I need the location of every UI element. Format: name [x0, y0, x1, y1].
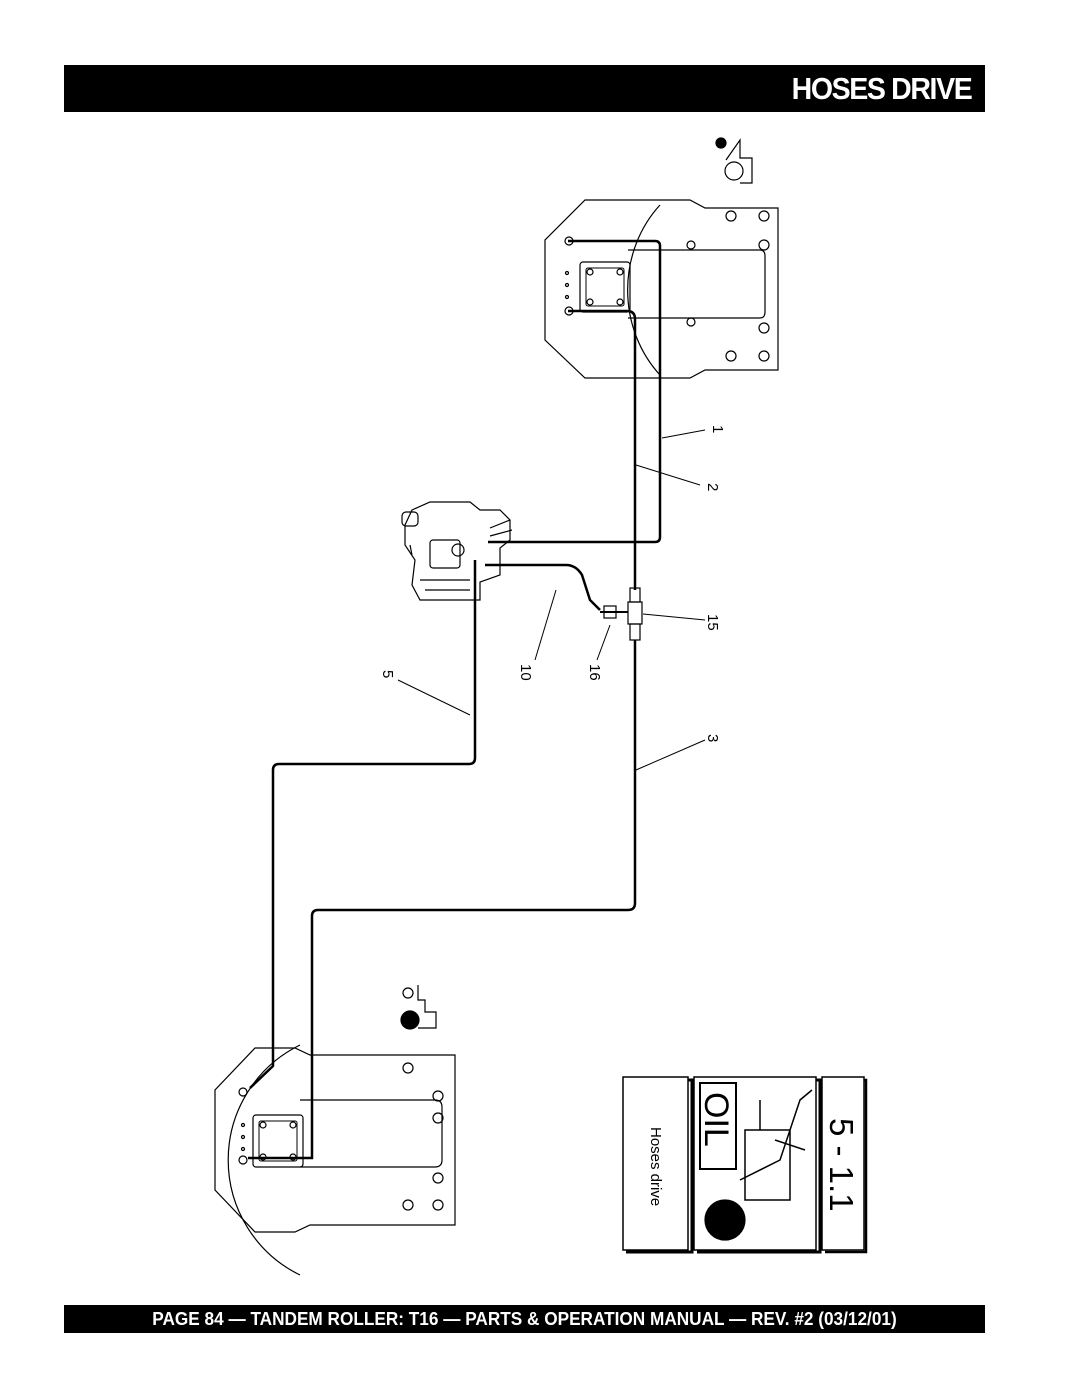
hose-10	[485, 563, 601, 611]
hose-2	[568, 309, 637, 590]
hose-3	[248, 640, 637, 1160]
reference-panel	[622, 1076, 868, 1254]
valve-symbol-upper	[715, 137, 753, 184]
callout-2: 2	[704, 483, 721, 491]
oil-label: OIL	[697, 1092, 735, 1147]
lower-motor	[252, 1114, 304, 1168]
lower-drum-assembly	[214, 1044, 456, 1276]
valve-symbol-lower	[400, 985, 437, 1030]
lower-frame-cutout	[300, 1099, 443, 1168]
panel-caption: Hoses drive	[647, 1127, 664, 1206]
callout-labels: 1 2 15 3 5 10 16	[379, 425, 726, 742]
callout-10: 10	[517, 664, 534, 681]
page-title: HOSES DRIVE	[791, 71, 972, 106]
pump-assembly	[401, 501, 513, 601]
lower-drum-arc	[227, 1044, 301, 1276]
callout-1: 1	[709, 425, 726, 433]
hose-1	[488, 239, 662, 544]
upper-drum-assembly	[544, 199, 779, 379]
hose-5	[249, 560, 477, 1089]
section-code-box	[821, 1076, 865, 1251]
lower-frame-plate	[214, 1047, 456, 1233]
upper-frame-cutout	[628, 249, 766, 319]
pump-body	[404, 501, 511, 601]
header-bar: HOSES DRIVE	[64, 65, 985, 112]
oil-label-box	[699, 1082, 737, 1170]
callout-3: 3	[704, 734, 721, 742]
tee-fitting	[600, 587, 643, 641]
adapter-16	[603, 605, 617, 619]
upper-drum-arc	[627, 204, 661, 376]
upper-frame-plate	[544, 199, 779, 379]
caption-box	[622, 1076, 689, 1251]
footer-bar: PAGE 84 — TANDEM ROLLER: T16 — PARTS & O…	[64, 1305, 985, 1333]
callout-15: 15	[704, 614, 721, 631]
machine-drum-icon	[704, 1199, 746, 1241]
callout-5: 5	[379, 670, 396, 678]
leader-lines	[397, 429, 706, 771]
hose-lines	[248, 239, 662, 1160]
section-code: 5 - 1.1	[823, 1118, 860, 1212]
machine-thumbnail-box	[693, 1076, 817, 1251]
callout-16: 16	[586, 664, 603, 681]
page-footer: PAGE 84 — TANDEM ROLLER: T16 — PARTS & O…	[152, 1308, 897, 1329]
